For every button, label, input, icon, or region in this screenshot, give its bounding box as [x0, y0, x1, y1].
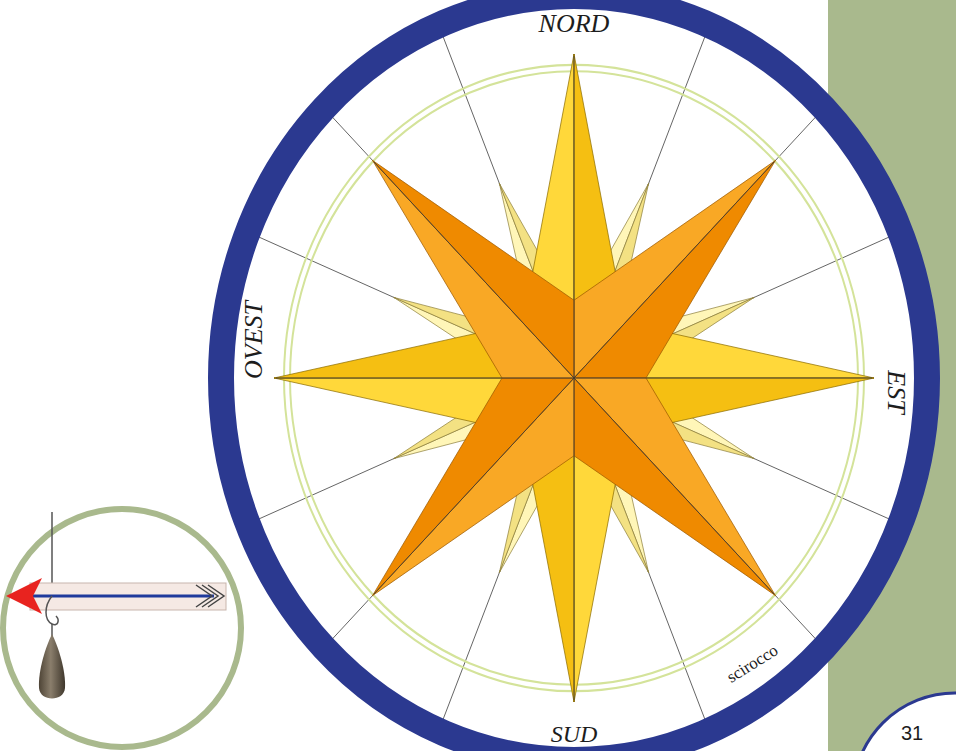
compass-star [255, 34, 892, 722]
compass-face [221, 0, 927, 751]
point-spine [574, 56, 575, 378]
point-spine [374, 378, 574, 594]
intercardinal-point [372, 160, 574, 378]
intercardinal-point [574, 378, 776, 596]
inset-circle [3, 509, 241, 747]
rhumb-line [574, 378, 874, 379]
vane-feathers [196, 585, 224, 607]
point-spine [574, 378, 872, 379]
intercardinal-point [574, 378, 776, 596]
vane-arrowhead [6, 578, 42, 614]
compass-border [221, 0, 927, 751]
rhumb-line [274, 378, 574, 379]
plumb-weight [39, 634, 65, 699]
hanging-string [51, 512, 53, 588]
point-spine [574, 162, 774, 378]
intercardinal-point [372, 378, 574, 596]
intercardinal-point [574, 160, 776, 378]
badge-outline [853, 693, 956, 751]
compass-rose-shape [208, 0, 940, 751]
point-spine [276, 378, 574, 379]
vane-shaft [30, 595, 214, 598]
intercardinal-point [372, 378, 574, 596]
direction-label: OVEST [241, 301, 267, 379]
point-spine [574, 378, 575, 700]
intercardinal-point [372, 160, 574, 378]
page-number: 31 [901, 723, 923, 743]
page-number-badge: 31 [850, 690, 956, 751]
rhumb-line [574, 54, 575, 378]
hook [46, 596, 58, 625]
direction-label: NORD [539, 11, 610, 37]
rhumb-line [574, 378, 575, 702]
point-spine [374, 162, 574, 378]
vane-bar [30, 583, 226, 610]
direction-label: SUD [551, 722, 598, 746]
direction-label: EST [883, 370, 909, 413]
point-spine [574, 378, 774, 594]
compass-rose: NORDESTSUDOVESTscirocco [208, 0, 940, 751]
intercardinal-point [574, 160, 776, 378]
